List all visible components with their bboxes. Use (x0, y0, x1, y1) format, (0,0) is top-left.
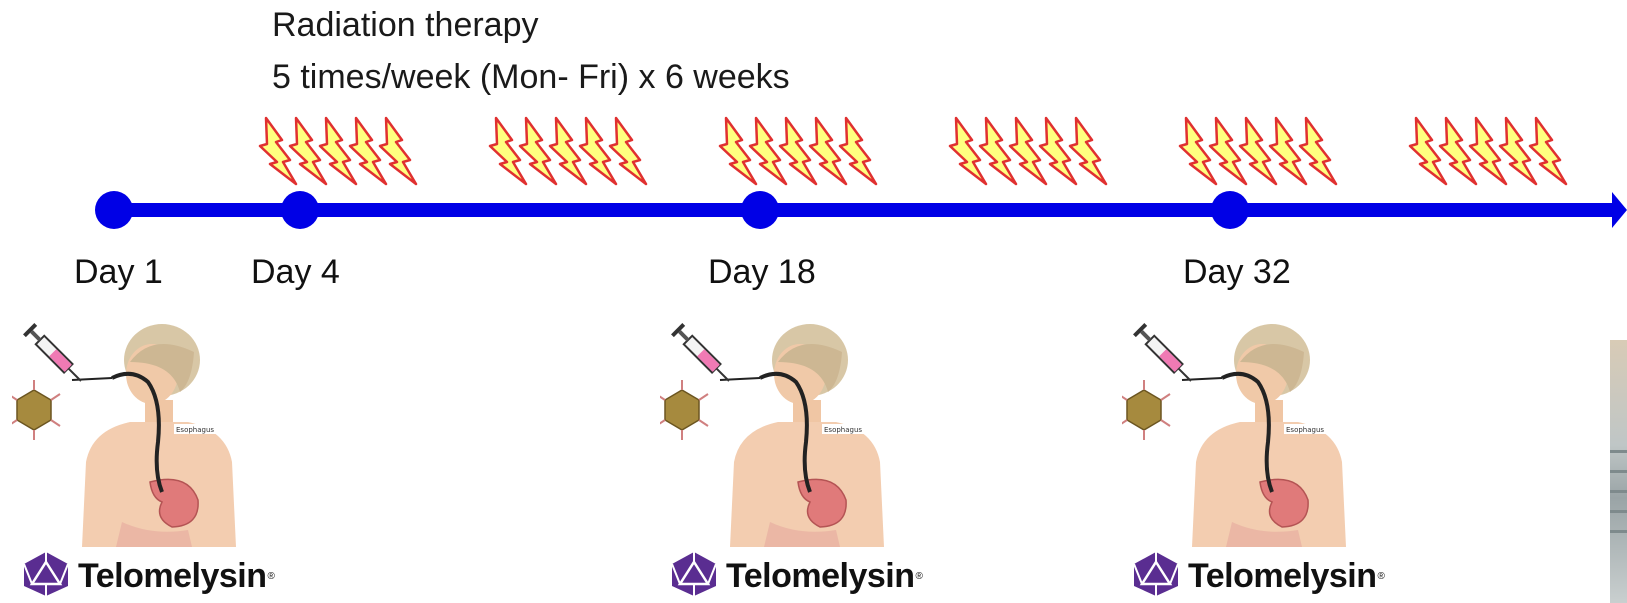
day-label-18: Day 18 (708, 253, 816, 292)
adenovirus-icon (1122, 380, 1170, 440)
day-label-1: Day 1 (74, 253, 163, 292)
registered-mark: ® (268, 571, 275, 582)
timeline-line (114, 203, 1614, 217)
cropped-photo (1610, 340, 1627, 603)
timeline-marker-day-1 (95, 191, 133, 229)
esophagus-label: Esophagus (1286, 426, 1324, 434)
timeline-marker-day-32 (1211, 191, 1249, 229)
icosahedron-logo-icon (668, 550, 726, 603)
esophagus-label: Esophagus (176, 426, 214, 434)
icosahedron-logo-icon (1130, 550, 1188, 603)
adenovirus-icon (660, 380, 708, 440)
adenovirus-icon (12, 380, 60, 440)
treatment-day-18: Esophagus Telomelysin® (660, 322, 905, 602)
brand-name: Telomelysin (1188, 557, 1377, 596)
esophagus-label: Esophagus (824, 426, 862, 434)
brand-name: Telomelysin (726, 557, 915, 596)
icosahedron-logo-icon (20, 550, 78, 603)
timeline-marker-day-4 (281, 191, 319, 229)
brand-name: Telomelysin (78, 557, 267, 596)
day-label-4: Day 4 (251, 253, 340, 292)
telomelysin-logo: Telomelysin® (20, 550, 275, 603)
telomelysin-logo: Telomelysin® (1130, 550, 1385, 603)
telomelysin-logo: Telomelysin® (668, 550, 923, 603)
timeline-marker-day-18 (741, 191, 779, 229)
treatment-day-1: Esophagus Telomelysin® (12, 322, 257, 602)
timeline-arrowhead (1612, 192, 1627, 228)
registered-mark: ® (916, 571, 923, 582)
registered-mark: ® (1378, 571, 1385, 582)
treatment-day-32: Esophagus Telomelysin® (1122, 322, 1367, 602)
day-label-32: Day 32 (1183, 253, 1291, 292)
timeline (0, 0, 1627, 250)
